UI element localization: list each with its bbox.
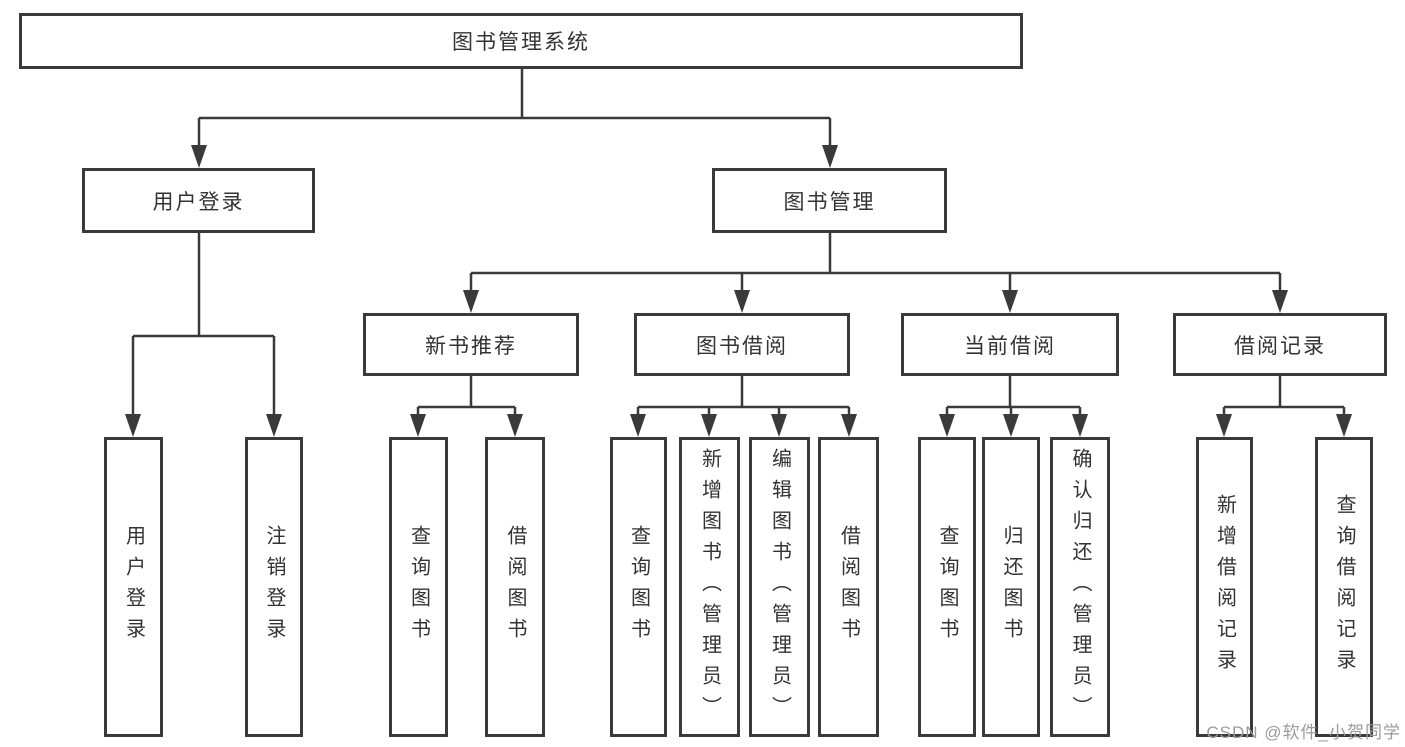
node-book-management-label: 图书管理 (783, 190, 876, 214)
leaf-edit-book-admin: 编辑图书（管理员） (749, 437, 810, 737)
leaf-add-borrow-record: 新增借阅记录 (1196, 437, 1253, 737)
leaf-borrow-book-recommend-label: 借阅图书 (504, 525, 526, 649)
leaf-return-book-label: 归还图书 (1000, 525, 1022, 649)
leaf-logout-label: 注销登录 (263, 525, 285, 649)
node-user-login: 用户登录 (82, 168, 315, 233)
node-root-label: 图书管理系统 (452, 31, 590, 54)
connector-root-to-level2 (197, 68, 832, 147)
watermark: CSDN @软件_小贺同学 (1206, 723, 1401, 742)
leaf-query-book-borrow: 查询图书 (610, 437, 667, 737)
node-root: 图书管理系统 (19, 13, 1023, 69)
node-book-borrow: 图书借阅 (634, 313, 850, 376)
leaf-borrow-book: 借阅图书 (818, 437, 879, 737)
node-new-book-recommend-label: 新书推荐 (425, 334, 517, 358)
node-borrow-records-label: 借阅记录 (1234, 334, 1326, 358)
leaf-add-borrow-record-label: 新增借阅记录 (1213, 494, 1236, 680)
leaf-user-login-label: 用户登录 (122, 525, 145, 649)
leaf-logout: 注销登录 (245, 437, 303, 737)
node-book-borrow-label: 图书借阅 (696, 334, 788, 358)
connector-user-login-to-leaves (131, 233, 276, 416)
leaf-query-book-recommend: 查询图书 (389, 437, 448, 737)
leaf-query-book-current: 查询图书 (918, 437, 976, 737)
node-user-login-label: 用户登录 (152, 190, 245, 214)
leaf-add-book-admin: 新增图书（管理员） (679, 437, 740, 737)
arrowheads (125, 145, 1352, 437)
node-current-borrow: 当前借阅 (901, 313, 1119, 376)
leaf-query-book-borrow-label: 查询图书 (627, 525, 650, 649)
leaf-edit-book-admin-label: 编辑图书（管理员） (768, 447, 791, 727)
leaf-query-borrow-record: 查询借阅记录 (1315, 437, 1373, 737)
node-borrow-records: 借阅记录 (1173, 313, 1387, 376)
leaf-query-borrow-record-label: 查询借阅记录 (1333, 494, 1355, 680)
node-book-management: 图书管理 (712, 168, 947, 233)
leaf-borrow-book-label: 借阅图书 (837, 525, 860, 649)
leaf-confirm-return-admin-label: 确认归还（管理员） (1069, 447, 1091, 727)
connector-book-management-to-level3 (469, 233, 1282, 292)
leaf-confirm-return-admin: 确认归还（管理员） (1050, 437, 1110, 737)
leaf-query-book-recommend-label: 查询图书 (407, 525, 430, 649)
leaf-add-book-admin-label: 新增图书（管理员） (698, 447, 721, 727)
leaf-borrow-book-recommend: 借阅图书 (485, 437, 545, 737)
node-current-borrow-label: 当前借阅 (964, 334, 1056, 358)
leaf-user-login: 用户登录 (104, 437, 163, 737)
connector-borrow-records-to-leaves (1222, 376, 1346, 416)
leaf-return-book: 归还图书 (982, 437, 1040, 737)
connector-book-borrow-to-leaves (636, 376, 851, 416)
leaf-query-book-current-label: 查询图书 (936, 525, 958, 649)
connector-current-borrow-to-leaves (945, 376, 1082, 416)
node-new-book-recommend: 新书推荐 (363, 313, 579, 376)
connector-new-book-to-leaves (416, 376, 517, 416)
